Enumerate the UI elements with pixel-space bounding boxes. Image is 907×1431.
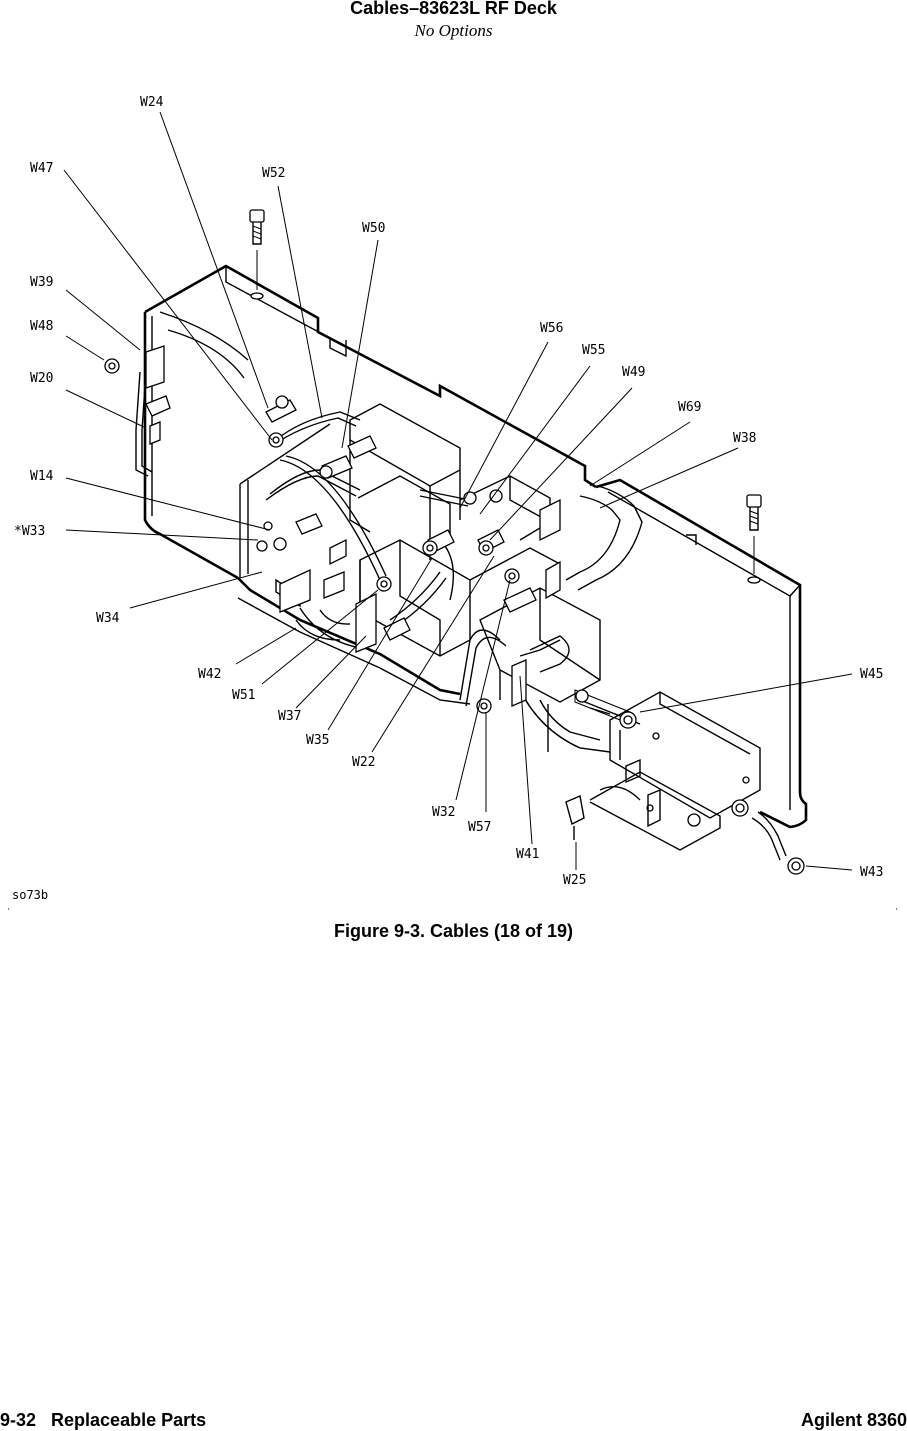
footer-model: Agilent 8360: [800, 1410, 907, 1430]
mounting-screw-right: [746, 494, 762, 584]
callout-w24: W24: [140, 95, 164, 110]
cable-assembly-figure: W24 W47 W52 W50 W39 W48 W20 W56 W55 W49 …: [0, 60, 907, 920]
callout-labels: W24 W47 W52 W50 W39 W48 W20 W56 W55 W49 …: [14, 95, 883, 888]
drawing-id: so73b: [12, 888, 48, 902]
callout-w37: W37: [278, 709, 301, 724]
callout-w52: W52: [262, 166, 285, 181]
page-title: Cables–83623L RF Deck: [350, 0, 557, 18]
callout-w51: W51: [232, 688, 255, 703]
callout-w43: W43: [860, 865, 883, 880]
callout-w25: W25: [563, 873, 586, 888]
callout-w39: W39: [30, 275, 53, 290]
callout-w20: W20: [30, 371, 53, 386]
callout-w42: W42: [198, 667, 221, 682]
cable-runs: [135, 371, 643, 715]
callout-w32: W32: [432, 805, 455, 820]
callout-leaders: [63, 111, 853, 871]
callout-w57: W57: [468, 820, 491, 835]
callout-w49: W49: [622, 365, 645, 380]
callout-w38: W38: [733, 431, 756, 446]
callout-w56: W56: [540, 321, 563, 336]
callout-w45: W45: [860, 667, 883, 682]
connectors: [104, 345, 561, 714]
callout-w22: W22: [352, 755, 375, 770]
callout-w41: W41: [516, 847, 539, 862]
amplifier-board: [565, 689, 805, 875]
page-subtitle: No Options: [414, 21, 493, 40]
callout-w47: W47: [30, 161, 53, 176]
callout-w14: W14: [30, 469, 54, 484]
callout-w50: W50: [362, 221, 385, 236]
callout-w35: W35: [306, 733, 329, 748]
callout-w48: W48: [30, 319, 53, 334]
callout-w55: W55: [582, 343, 605, 358]
figure-caption: Figure 9-3. Cables (18 of 19): [333, 921, 574, 941]
callout-w34: W34: [96, 611, 120, 626]
mounting-screw-left: [249, 209, 265, 300]
footer-page-reference: 9-32 Replaceable Parts: [0, 1410, 207, 1430]
callout-w69: W69: [678, 400, 701, 415]
rf-deck-chassis: [143, 264, 808, 829]
callout-w33: *W33: [14, 524, 45, 539]
